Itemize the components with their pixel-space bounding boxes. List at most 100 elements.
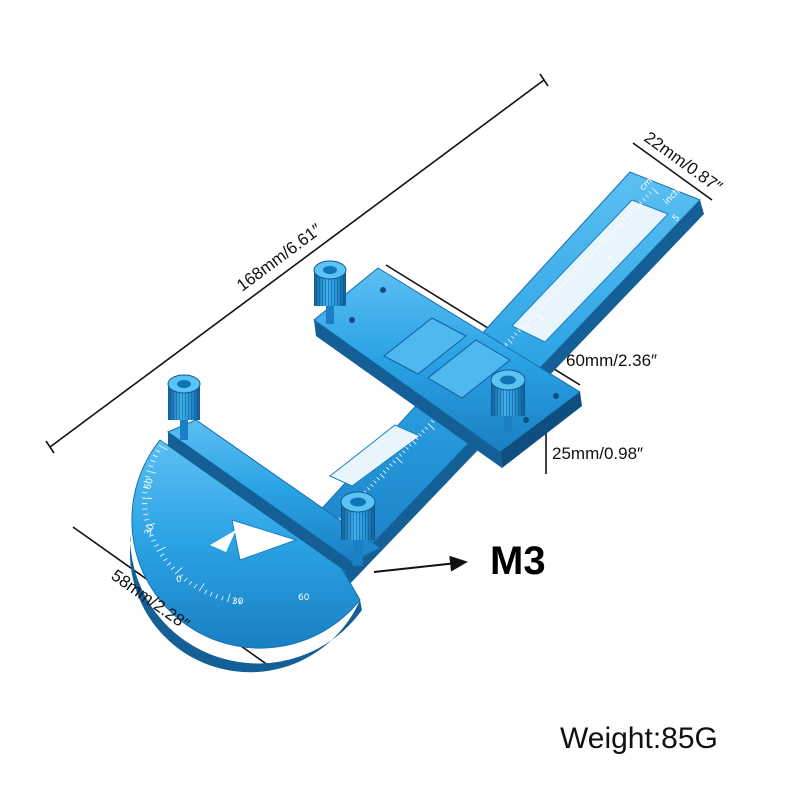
ruler-tick bbox=[587, 254, 595, 262]
scale-cm-number: 3 bbox=[345, 393, 356, 404]
ruler-tick bbox=[379, 473, 385, 479]
ruler-tick bbox=[338, 517, 342, 521]
slider-hole-1 bbox=[380, 287, 386, 293]
ruler-tick bbox=[638, 201, 643, 205]
ruler-tick bbox=[533, 312, 537, 316]
protractor-tick bbox=[163, 557, 168, 562]
ruler-tick bbox=[632, 207, 636, 212]
protractor-tick bbox=[147, 529, 153, 532]
scale-inch-number: 3 bbox=[535, 313, 546, 324]
ruler-tick bbox=[642, 197, 646, 202]
ruler-tick bbox=[370, 483, 374, 488]
protractor-tick bbox=[179, 574, 184, 578]
ruler-tick bbox=[510, 335, 515, 340]
scale-cm-number: 11 bbox=[565, 207, 580, 222]
ruler-tick bbox=[629, 211, 633, 215]
ruler-tick bbox=[555, 288, 563, 296]
protractor-tick bbox=[151, 539, 157, 542]
ruler-tick bbox=[610, 231, 614, 235]
protractor-tick bbox=[148, 465, 154, 468]
ruler-tick bbox=[568, 275, 572, 279]
ruler-tick bbox=[581, 261, 585, 266]
ruler-tick bbox=[584, 258, 588, 262]
ruler-tick bbox=[603, 238, 609, 243]
protractor-tick bbox=[166, 562, 172, 566]
ruler-tick bbox=[424, 426, 428, 430]
slider-hole-2 bbox=[349, 317, 355, 323]
ruler-tick bbox=[526, 318, 531, 323]
protractor-tick bbox=[183, 577, 188, 582]
protractor-tick bbox=[159, 553, 165, 557]
protractor-tick bbox=[239, 600, 241, 605]
ruler-tick bbox=[616, 224, 620, 229]
ruler-tick bbox=[562, 281, 566, 286]
protractor-number: 30 bbox=[232, 597, 244, 607]
knob-4 bbox=[340, 491, 376, 566]
ruler-tick bbox=[549, 295, 553, 299]
ruler-tick bbox=[590, 251, 595, 255]
ruler-tick bbox=[411, 439, 417, 445]
ruler-tick bbox=[520, 325, 524, 329]
protractor-tick bbox=[143, 513, 149, 516]
ruler-tick bbox=[507, 339, 513, 344]
protractor-tick bbox=[221, 596, 224, 601]
ruler-tick bbox=[373, 480, 377, 484]
scale-cm-number: 12 bbox=[593, 183, 608, 198]
ruler-tick bbox=[552, 291, 556, 296]
protractor-pointer bbox=[210, 530, 236, 552]
dim-label-length: 168mm/6.61″ bbox=[233, 220, 325, 295]
cross-bar-side bbox=[168, 432, 352, 576]
dim-tick-length-a bbox=[45, 440, 55, 454]
ruler-tick bbox=[645, 194, 649, 198]
ruler-tick bbox=[366, 487, 371, 491]
dim-line-length bbox=[49, 79, 545, 448]
ruler-slot-lower bbox=[329, 424, 421, 487]
ruler-tick bbox=[382, 470, 387, 474]
dim-tick-length-b bbox=[539, 73, 549, 87]
ruler-tick bbox=[398, 453, 403, 457]
ruler-tick bbox=[558, 285, 563, 289]
ruler-tick bbox=[571, 271, 577, 277]
protractor-tick bbox=[204, 589, 208, 594]
scale-inch-number: 4 bbox=[605, 253, 616, 264]
protractor-tick bbox=[144, 475, 150, 478]
ruler-tick bbox=[622, 217, 627, 222]
protractor-tick bbox=[146, 470, 157, 474]
scale-cm-number: 1 bbox=[305, 431, 316, 442]
ruler-tick bbox=[430, 419, 435, 424]
ruler-tick bbox=[648, 191, 652, 195]
ruler-tick bbox=[392, 460, 396, 464]
ruler-tick bbox=[389, 463, 393, 467]
protractor-tick bbox=[144, 519, 150, 521]
scale-cm-number: 2 bbox=[325, 411, 336, 422]
slider-window-1 bbox=[383, 317, 467, 375]
ruler-tick bbox=[523, 322, 531, 330]
ruler-tick bbox=[594, 248, 598, 252]
slider-hole-4 bbox=[523, 417, 529, 423]
ruler-tick bbox=[504, 342, 508, 346]
dim-line-end-width bbox=[632, 142, 713, 201]
scale-inch-number: 5 bbox=[671, 213, 682, 224]
ruler-tick bbox=[530, 315, 534, 319]
ruler-tick bbox=[606, 234, 611, 239]
knob-1 bbox=[313, 260, 347, 324]
protractor-tick bbox=[227, 593, 231, 603]
ruler-tick bbox=[546, 298, 550, 303]
protractor-tick bbox=[145, 523, 156, 527]
ruler-tick bbox=[651, 187, 659, 195]
protractor-tick bbox=[170, 566, 175, 570]
ruler-tick bbox=[517, 328, 521, 333]
ruler-tick bbox=[414, 436, 419, 440]
protractor-tick bbox=[155, 449, 161, 453]
protractor-tick bbox=[233, 598, 235, 604]
weight-label: Weight:85G bbox=[560, 722, 718, 755]
ruler-tick bbox=[536, 308, 540, 313]
protractor-tick bbox=[153, 544, 159, 547]
protractor-ticks bbox=[142, 419, 241, 605]
ruler-tick bbox=[395, 456, 403, 464]
ruler-tick bbox=[565, 278, 569, 282]
ruler-tick bbox=[402, 450, 406, 454]
ruler-tick bbox=[539, 305, 545, 311]
